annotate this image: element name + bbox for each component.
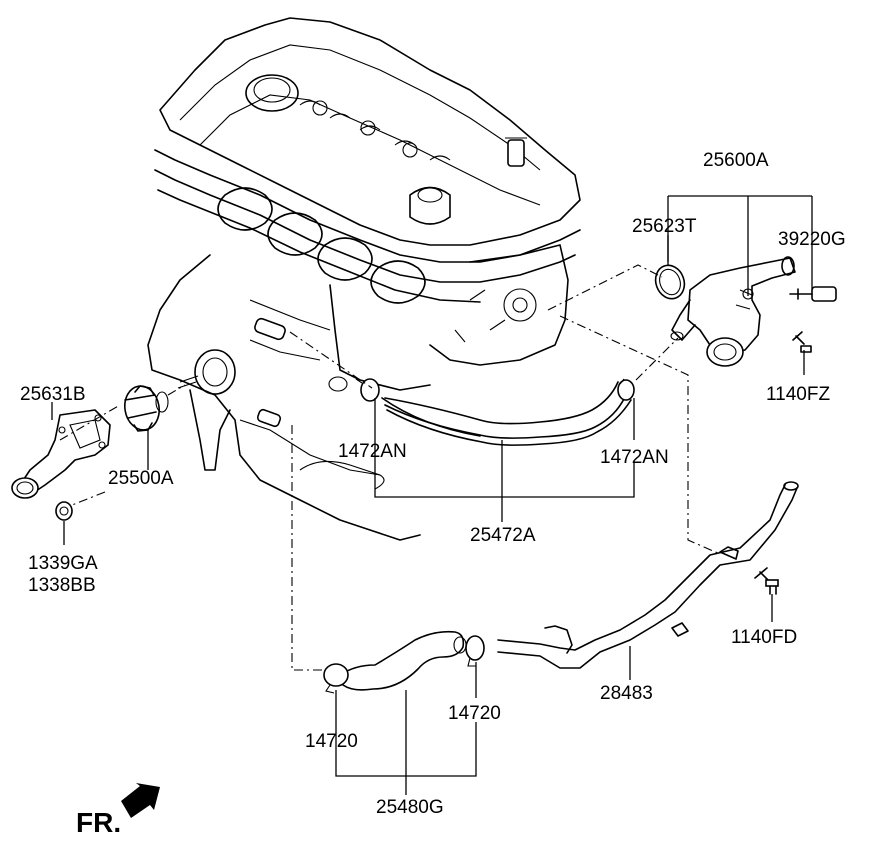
front-orientation-marker: FR.	[76, 783, 160, 838]
label-1472AN-left: 1472AN	[338, 441, 407, 462]
label-1140FD: 1140FD	[731, 627, 797, 648]
water-outlet-fitting-25600A	[670, 256, 796, 367]
clamp-14720-right	[465, 635, 485, 667]
nut-1339GA-1338BB	[55, 501, 73, 521]
label-14720-right: 14720	[448, 703, 501, 724]
reference-lines	[59, 264, 721, 671]
bolt-1140FD	[754, 567, 779, 595]
thermostat-25500A	[124, 385, 169, 432]
thermostat-cover-25631B	[11, 409, 111, 499]
part-labels: 25600A 25623T 39220G 1140FZ 25631B 25500…	[20, 150, 846, 818]
leader-lines	[51, 195, 813, 795]
label-25472A: 25472A	[470, 525, 536, 546]
hose-25472A	[381, 381, 632, 446]
label-1338BB: 1338BB	[28, 575, 96, 596]
label-1339GA: 1339GA	[28, 553, 98, 574]
label-1140FZ: 1140FZ	[766, 384, 830, 405]
engine-cylinder-head	[147, 17, 581, 541]
arrow-lower-left-icon	[121, 783, 160, 818]
label-25623T: 25623T	[632, 216, 697, 237]
bolt-1140FZ	[792, 331, 812, 353]
label-14720-left: 14720	[305, 731, 358, 752]
temp-sensor-39220G	[789, 286, 837, 302]
label-25480G: 25480G	[376, 797, 444, 818]
label-28483: 28483	[600, 683, 653, 704]
pipe-28483	[497, 481, 799, 669]
label-1472AN-right: 1472AN	[600, 447, 669, 468]
label-39220G: 39220G	[778, 229, 846, 250]
hose-25480G	[339, 630, 467, 691]
o-ring-25623T	[654, 264, 686, 300]
label-25631B: 25631B	[20, 384, 86, 405]
clamp-14720-left	[323, 663, 349, 694]
label-25600A: 25600A	[703, 150, 769, 171]
clamp-1472AN-left	[355, 378, 380, 402]
clamp-1472AN-right	[617, 378, 635, 401]
label-25500A: 25500A	[108, 468, 174, 489]
front-label: FR.	[76, 807, 121, 838]
